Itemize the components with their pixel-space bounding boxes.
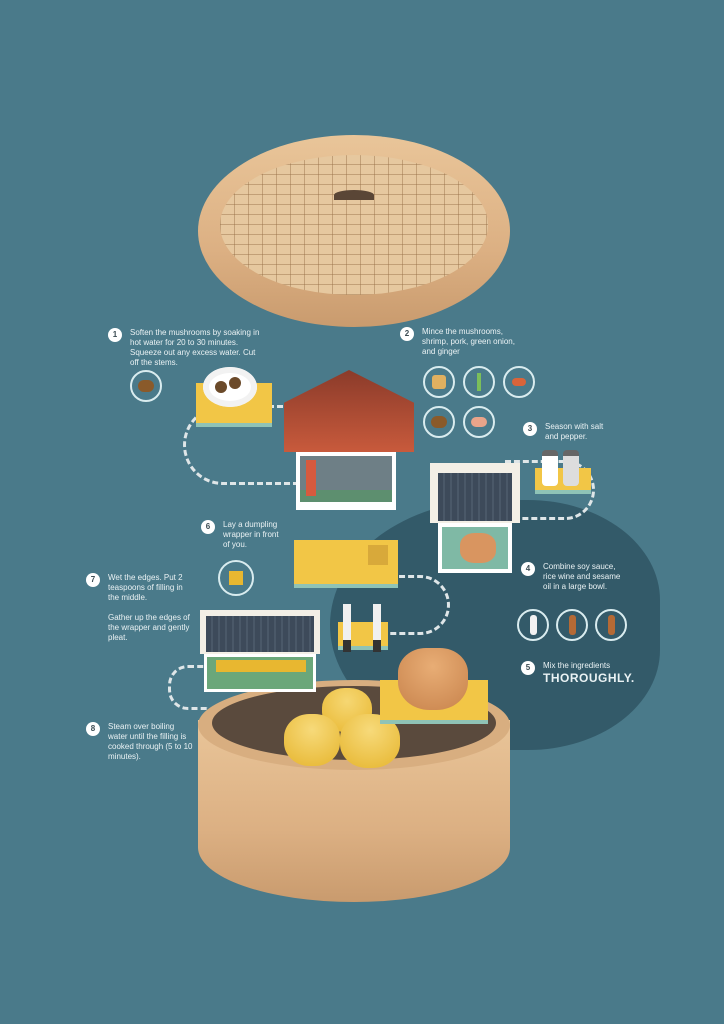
step-text: Mince the mushrooms, shrimp, pork, green… <box>422 327 515 356</box>
clay-pot <box>460 533 496 563</box>
step-text-group: Mix the ingredients THOROUGHLY. <box>543 661 653 685</box>
step-text: Mix the ingredients <box>543 661 611 670</box>
mixing-pot <box>398 648 468 710</box>
step-number: 8 <box>86 722 100 736</box>
step-number: 1 <box>108 328 122 342</box>
step-number: 2 <box>400 327 414 341</box>
step-text: Wet the edges. Put 2 teaspoons of fillin… <box>108 573 183 602</box>
pig-icon <box>463 406 495 438</box>
step-number: 7 <box>86 573 100 587</box>
pepper-shaker-icon <box>563 450 579 486</box>
worker <box>373 604 381 652</box>
step-emphasis: THOROUGHLY. <box>543 671 635 685</box>
slate-roof-house <box>430 463 520 573</box>
conveyor-track <box>168 665 208 710</box>
pagoda-room <box>296 452 396 510</box>
conveyor-track <box>390 575 450 635</box>
ginger-icon <box>423 366 455 398</box>
salt-shaker-icon <box>542 450 558 486</box>
step-text: Soften the mushrooms by soaking in hot w… <box>130 328 260 367</box>
mushroom-icon <box>423 406 455 438</box>
step-text-group: Wet the edges. Put 2 teaspoons of fillin… <box>108 573 196 643</box>
lid-weave <box>220 155 488 295</box>
pagoda-roof <box>284 370 414 452</box>
soy-sauce-bottle-icon <box>556 609 588 641</box>
wrapper-stack <box>368 545 388 565</box>
step-number: 5 <box>521 661 535 675</box>
step-number: 4 <box>521 562 535 576</box>
bowl-icon <box>203 367 257 407</box>
step-text: Lay a dumpling wrapper in front of you. <box>223 520 279 549</box>
shrimp-icon <box>503 366 535 398</box>
worker <box>306 460 316 496</box>
sesame-oil-bottle-icon <box>595 609 627 641</box>
step-text: Combine soy sauce, rice wine and sesame … <box>543 562 621 591</box>
wrapper-icon <box>218 560 254 596</box>
lid-handle-slot <box>334 190 374 200</box>
rice-wine-bottle-icon <box>517 609 549 641</box>
step-text: Season with salt and pepper. <box>545 422 604 441</box>
worker <box>343 604 351 652</box>
step-text-2: Gather up the edges of the wrapper and g… <box>108 613 190 642</box>
mushroom-icon <box>130 370 162 402</box>
step-text: Steam over boiling water until the filli… <box>108 722 193 761</box>
pleating-house <box>200 610 320 692</box>
step-number: 6 <box>201 520 215 534</box>
step-number: 3 <box>523 422 537 436</box>
steamer-lid <box>198 135 510 327</box>
green-onion-icon <box>463 366 495 398</box>
